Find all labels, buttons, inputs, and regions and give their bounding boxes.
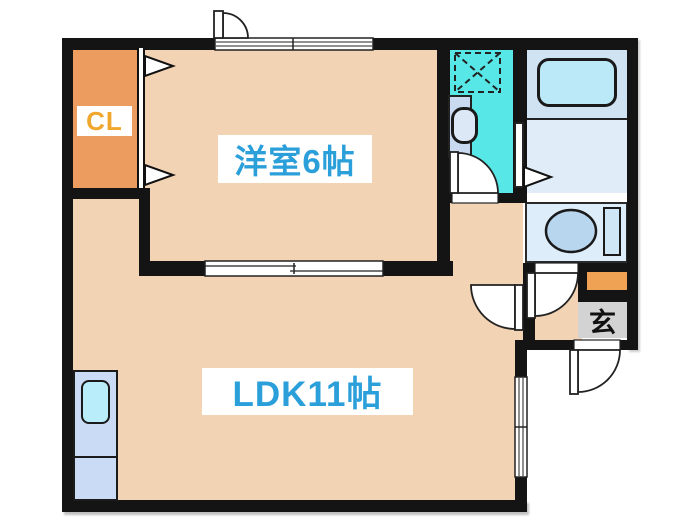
- bathroom-fold-triangle: [523, 165, 554, 189]
- floor-ldk-main: [139, 340, 515, 500]
- closet-door: [137, 48, 145, 188]
- washroom-door-arc-icon: [449, 151, 499, 204]
- western-room-label: 洋室6帖: [234, 143, 356, 180]
- kitchen-counter: [73, 370, 118, 501]
- balcony-door-arc-icon: [213, 10, 249, 39]
- window-side: [514, 376, 528, 478]
- sliding-door: [204, 260, 384, 277]
- toilet-tank-icon: [603, 207, 621, 256]
- genkan-label: 玄: [589, 307, 616, 338]
- outer-wall-left: [62, 38, 73, 512]
- genkan-area: 玄: [578, 302, 627, 338]
- outer-wall-right: [627, 38, 638, 350]
- kitchen-counter-divider: [73, 456, 118, 458]
- entrance-door-arc-icon: [569, 339, 621, 395]
- window-top: [214, 37, 374, 51]
- bathtub-icon: [537, 58, 617, 107]
- ldk-label-box: LDK11帖: [202, 368, 413, 415]
- toilet-door-arc-icon: [526, 262, 579, 319]
- floor-bathroom-lower: [527, 118, 627, 193]
- floor-hallway: [450, 203, 523, 276]
- washer-pan-icon: [454, 52, 501, 93]
- toilet-bowl-icon: [544, 208, 598, 254]
- sink-basin-icon: [451, 107, 478, 144]
- closet-label-box: CL: [77, 106, 132, 136]
- closet-fold-triangle-top: [144, 54, 176, 78]
- outer-wall-bottom: [62, 500, 527, 512]
- closet-fold-triangle-bottom: [144, 163, 176, 187]
- wall-closet-bottom: [62, 188, 150, 199]
- floor-ldk-mid: [139, 276, 523, 340]
- ldk-label: LDK11帖: [232, 375, 383, 414]
- kitchen-sink-icon: [81, 380, 110, 424]
- shoe-mat: [587, 272, 627, 290]
- western-room-label-box: 洋室6帖: [218, 135, 372, 183]
- wall-western-right: [437, 38, 450, 276]
- closet-label: CL: [86, 105, 123, 136]
- wall-western-left-lower: [139, 195, 150, 276]
- ldk-door-arc-icon: [470, 284, 524, 331]
- bathroom-door-leaf: [514, 122, 524, 188]
